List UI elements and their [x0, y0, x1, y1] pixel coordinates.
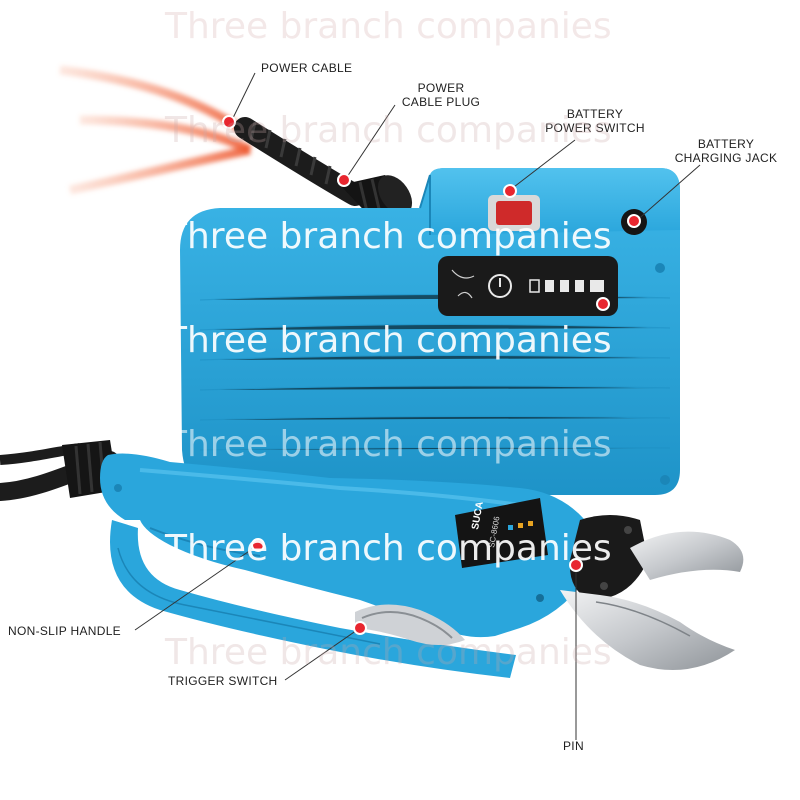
trigger-switch	[355, 604, 465, 645]
marker-charging-jack	[627, 214, 641, 228]
power-cable-plug-label-line2: CABLE PLUG	[401, 95, 481, 109]
marker-trigger	[353, 621, 367, 635]
marker-battery-indicator	[596, 297, 610, 311]
power-cable-label: POWER CABLE	[261, 61, 353, 75]
power-cable-plug-label-line1: POWER	[417, 81, 465, 95]
battery-charging-jack-label-line2: CHARGING JACK	[674, 151, 778, 165]
non-slip-handle-label: NON-SLIP HANDLE	[8, 624, 121, 638]
pin-label: PIN	[563, 739, 584, 753]
leader-lines	[134, 72, 701, 740]
pruner-body	[100, 453, 593, 638]
battery-power-switch-label-line1: BATTERY	[566, 107, 624, 121]
watermark-text: Three branch companies	[165, 6, 612, 47]
battery-power-switch	[488, 195, 540, 231]
marker-power-cable-plug	[337, 173, 351, 187]
blade-head	[569, 515, 648, 600]
marker-handle	[251, 538, 265, 552]
blade-upper	[630, 531, 744, 580]
battery-charging-jack-label-line1: BATTERY	[697, 137, 755, 151]
watermark-text: Three branch companies	[165, 216, 612, 257]
blade-lower	[560, 590, 735, 670]
marker-power-cable	[222, 115, 236, 129]
pruner-handle	[110, 520, 516, 678]
watermark-text: Three branch companies	[165, 110, 612, 151]
brand-plate: SUCA SC-8606	[455, 498, 548, 568]
brand-text: SUCA	[470, 501, 486, 531]
watermark-text: Three branch companies	[165, 528, 612, 569]
control-panel	[438, 256, 618, 316]
marker-pin	[569, 558, 583, 572]
trigger-switch-label: TRIGGER SWITCH	[168, 674, 278, 688]
watermark-text: Three branch companies	[165, 424, 612, 465]
callout-markers	[222, 115, 641, 635]
battery-power-switch-label-line2: POWER SWITCH	[545, 121, 645, 135]
watermark-text: Three branch companies	[165, 320, 612, 361]
watermark-text: Three branch companies	[165, 632, 612, 673]
marker-power-switch	[503, 184, 517, 198]
